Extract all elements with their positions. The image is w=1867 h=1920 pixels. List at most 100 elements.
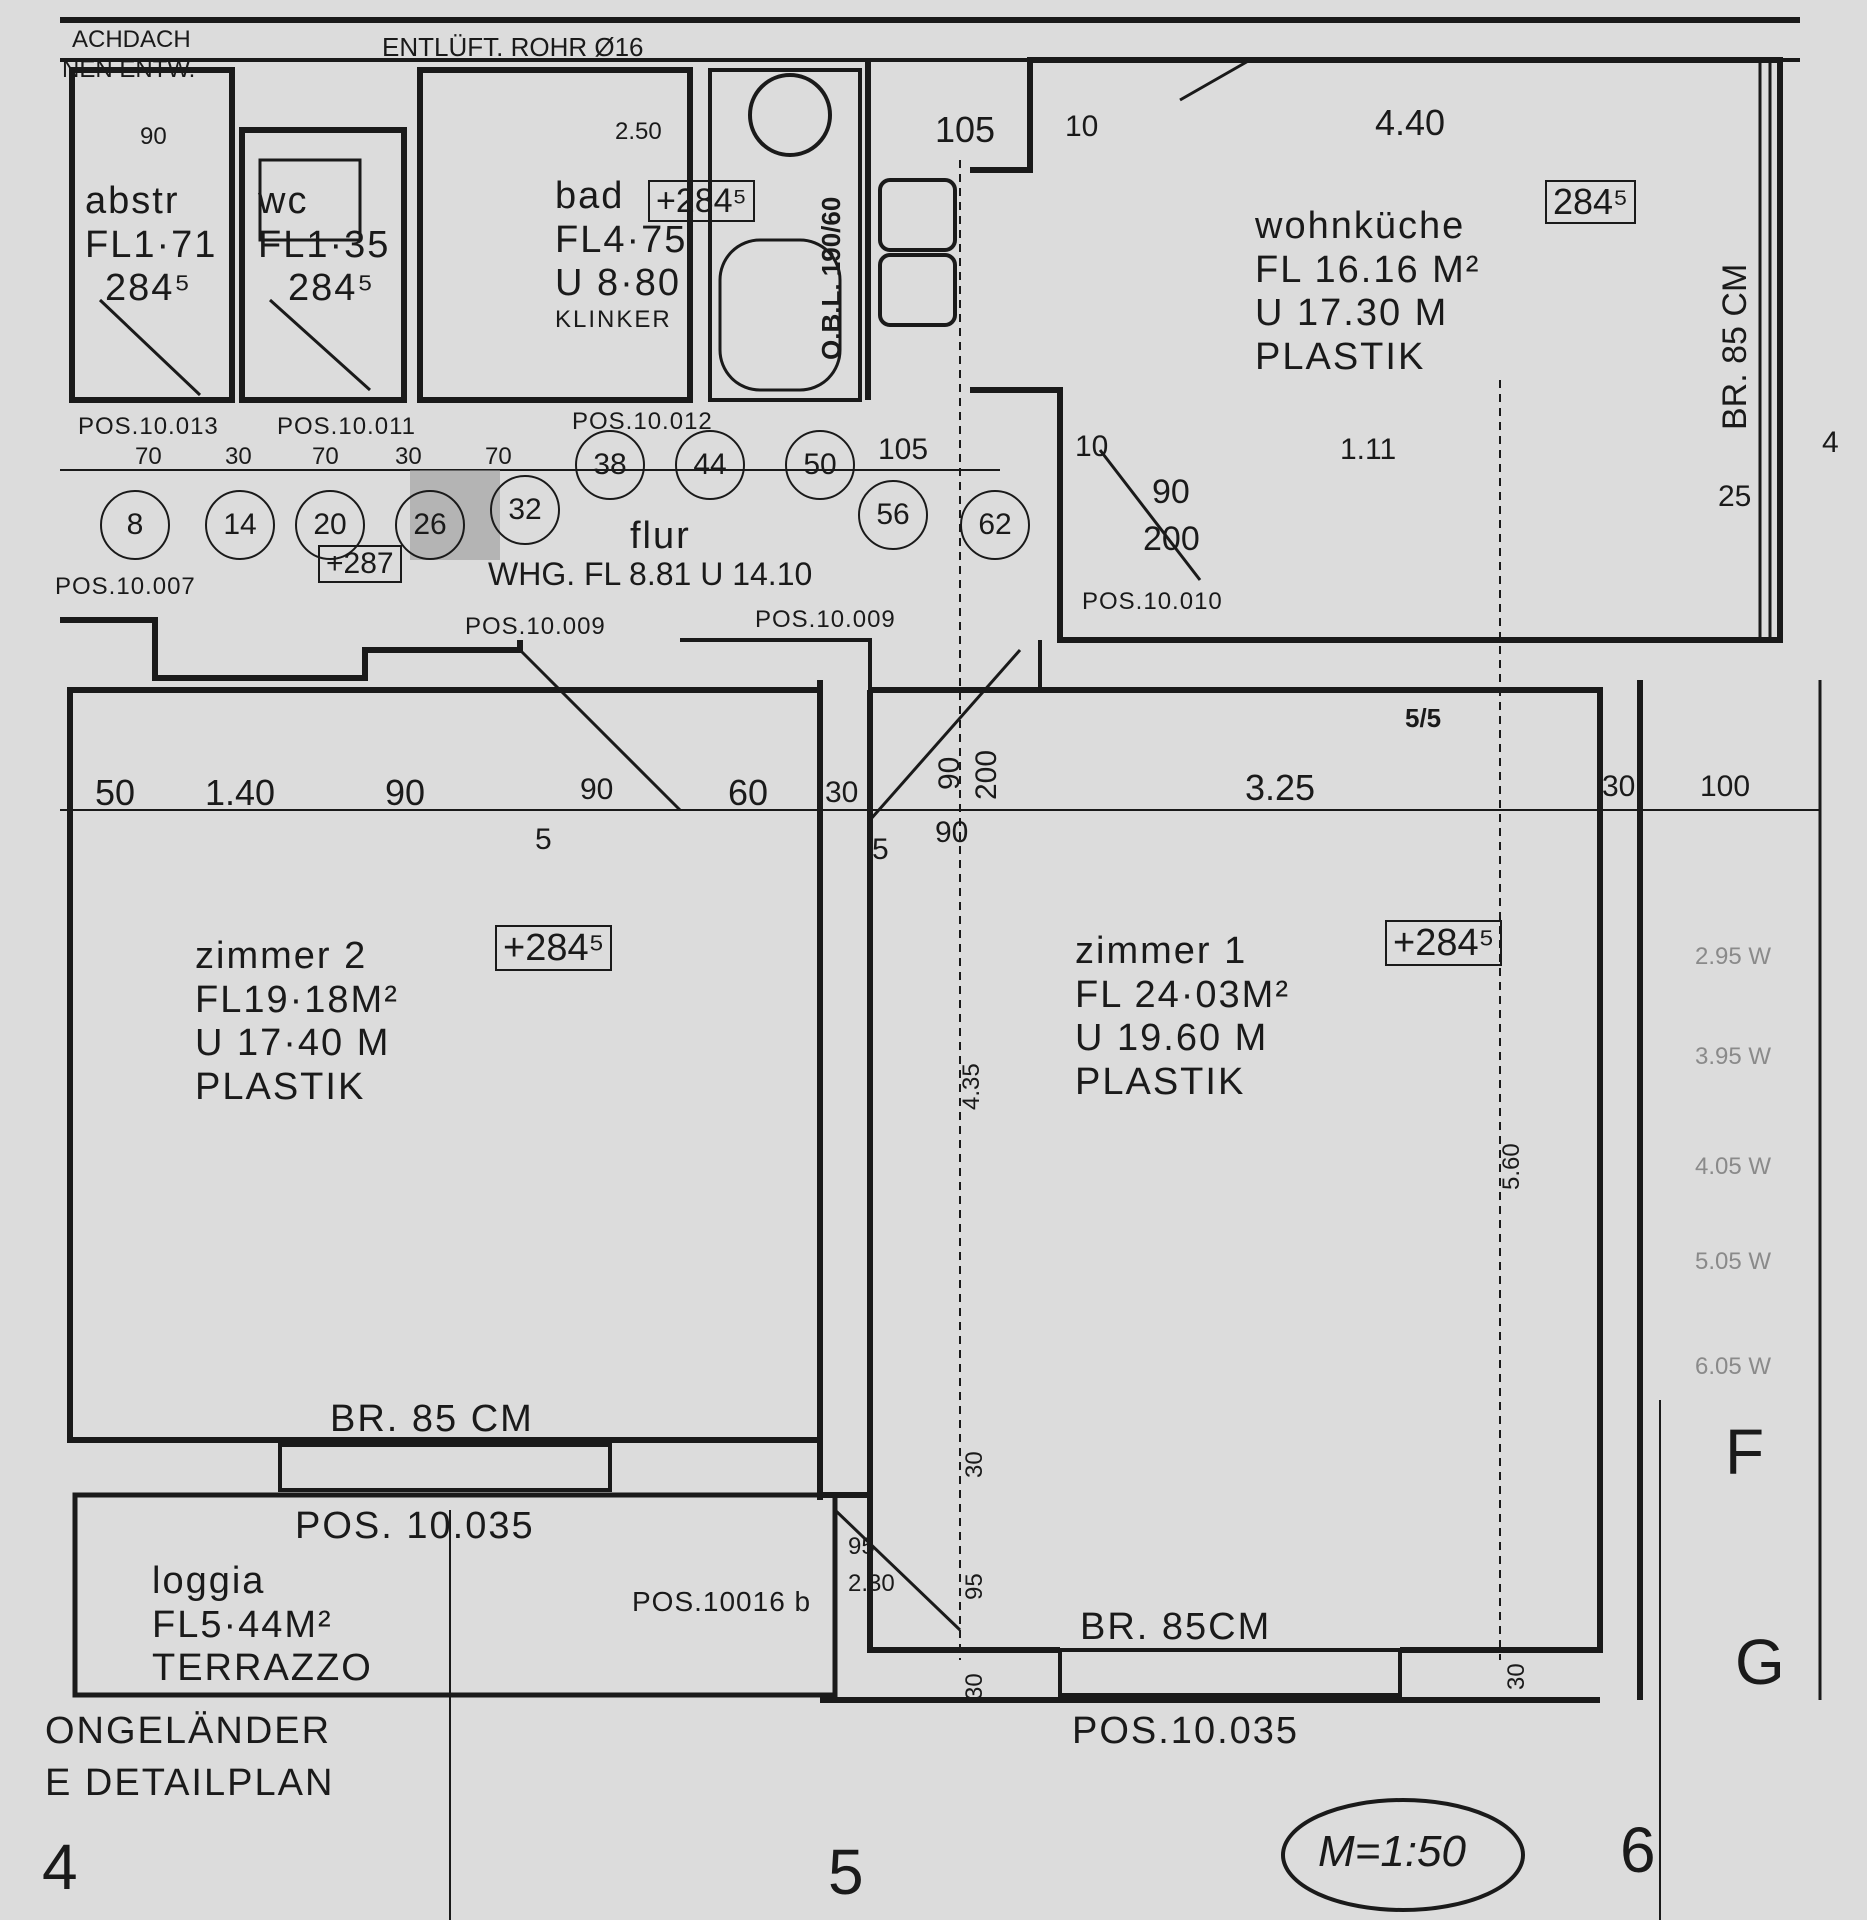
- dim-4-35: 4.35: [958, 1063, 985, 1110]
- dim-5-60: 5.60: [1498, 1143, 1525, 1190]
- dim-2-30: 2.30: [848, 1570, 895, 1597]
- circle-mark: 62: [960, 490, 1030, 560]
- room-wohnkueche-perimeter: U 17.30 M: [1255, 292, 1449, 335]
- dim-90-a: 90: [385, 772, 426, 813]
- note-flachdach: ACHDACH: [72, 26, 191, 53]
- note-br85-z1: BR. 85CM: [1080, 1606, 1272, 1648]
- note-scale: M=1:50: [1318, 1827, 1466, 1876]
- room-zimmer1-floor: PLASTIK: [1075, 1061, 1246, 1104]
- room-wohnkueche-floor: PLASTIK: [1255, 336, 1426, 379]
- dim-90-kitchen: 90: [1152, 473, 1190, 511]
- circle-mark: 14: [205, 490, 275, 560]
- dim-70-c: 70: [485, 443, 512, 470]
- circle-mark: 38: [575, 430, 645, 500]
- dim-50: 50: [95, 772, 136, 813]
- grid-row-g: G: [1735, 1626, 1785, 1698]
- dim-4-right: 4: [1822, 426, 1839, 459]
- dim-95-b: 95: [961, 1573, 988, 1600]
- note-entlueft: ENTLÜFT. ROHR Ø16: [382, 32, 644, 62]
- room-zimmer2: zimmer 2 FL19·18M² U 17·40 M PLASTIK: [195, 935, 399, 1110]
- dim-30-a: 30: [825, 776, 859, 809]
- room-zimmer1-height: +284⁵: [1385, 920, 1503, 966]
- note-entw: NEN ENTW.: [62, 56, 196, 83]
- room-wc: wc FL1·35 284⁵: [258, 180, 390, 311]
- pos-10016b: POS.10016 b: [632, 1586, 812, 1617]
- grid-row-f: F: [1725, 1416, 1765, 1488]
- room-zimmer2-perimeter: U 17·40 M: [195, 1022, 391, 1065]
- room-flur-name: flur: [630, 515, 691, 557]
- room-wohnkueche: wohnküche FL 16.16 M² U 17.30 M PLASTIK: [1255, 205, 1480, 380]
- circle-mark: 56: [858, 480, 928, 550]
- dim-5-a: 5: [535, 823, 552, 856]
- grid-col-5: 5: [828, 1836, 864, 1908]
- room-bad-perimeter: U 8·80: [555, 262, 682, 305]
- room-flur-area: WHG. FL 8.81 U 14.10: [488, 556, 813, 592]
- pos-10-011: POS.10.011: [277, 413, 416, 440]
- room-bad-floor: KLINKER: [555, 306, 672, 334]
- room-bad: bad FL4·75 U 8·80 KLINKER: [555, 175, 687, 334]
- room-zimmer2-area: FL19·18M²: [195, 978, 399, 1021]
- room-bad-height: +284⁵: [648, 180, 755, 222]
- side-label: 4.05 W: [1695, 1153, 1772, 1180]
- dim-30-d: 30: [395, 443, 422, 470]
- pos-10-007: POS.10.007: [55, 573, 196, 600]
- dim-30-c: 30: [225, 443, 252, 470]
- dim-60: 60: [728, 772, 769, 813]
- circle-mark: 26: [395, 490, 465, 560]
- circle-mark: 50: [785, 430, 855, 500]
- room-bad-name: bad: [555, 175, 625, 217]
- dim-200-kitchen: 200: [1143, 520, 1200, 558]
- room-abstr-area: FL1·71: [85, 223, 218, 266]
- pos-10-009-b: POS.10.009: [755, 606, 896, 633]
- dim-30-b: 30: [1602, 770, 1636, 803]
- dim-4-40: 4.40: [1375, 102, 1446, 143]
- room-zimmer2-floor: PLASTIK: [195, 1066, 366, 1109]
- circle-mark: 20: [295, 490, 365, 560]
- room-zimmer1-name: zimmer 1: [1075, 930, 1248, 972]
- grid-col-6: 6: [1620, 1814, 1656, 1886]
- room-loggia: loggia FL5·44M² TERRAZZO: [152, 1560, 373, 1691]
- room-flur-height: +287: [318, 545, 402, 583]
- room-zimmer1-perimeter: U 19.60 M: [1075, 1017, 1269, 1060]
- grid-col-4: 4: [42, 1831, 78, 1903]
- room-wohnkueche-height: 284⁵: [1545, 180, 1636, 224]
- dim-3-25: 3.25: [1245, 767, 1316, 808]
- circle-mark: 8: [100, 490, 170, 560]
- room-zimmer2-height: +284⁵: [495, 925, 613, 971]
- dim-2-50: 2.50: [615, 118, 662, 145]
- side-label: 6.05 W: [1695, 1353, 1772, 1380]
- room-zimmer2-name: zimmer 2: [195, 935, 368, 977]
- dim-105-top: 105: [935, 109, 996, 150]
- room-wc-area: FL1·35: [258, 223, 391, 266]
- dim-1-40: 1.40: [205, 772, 276, 813]
- note-br85-z2: BR. 85 CM: [330, 1398, 534, 1440]
- note-br85-kitchen: BR. 85 CM: [1716, 263, 1754, 430]
- side-label: 5.05 W: [1695, 1248, 1772, 1275]
- room-loggia-floor: TERRAZZO: [152, 1647, 373, 1690]
- note-gelaender: ONGELÄNDER: [45, 1710, 332, 1752]
- room-abstr: abstr FL1·71 284⁵: [85, 180, 217, 311]
- dim-10-mid: 10: [1075, 430, 1109, 463]
- dim-90-door: 90: [935, 816, 969, 849]
- pos-10-012: POS.10.012: [572, 408, 713, 435]
- room-wohnkueche-area: FL 16.16 M²: [1255, 248, 1481, 291]
- pos-10-035-b: POS.10.035: [1072, 1710, 1300, 1752]
- dim-1-11: 1.11: [1340, 433, 1397, 466]
- dim-90-b: 90: [580, 773, 614, 806]
- room-loggia-name: loggia: [152, 1560, 266, 1602]
- side-label: 2.95 W: [1695, 943, 1772, 970]
- note-detailplan: E DETAILPLAN: [45, 1762, 335, 1804]
- room-bad-area: FL4·75: [555, 218, 688, 261]
- pos-10-035-a: POS. 10.035: [295, 1505, 535, 1547]
- pos-10-010: POS.10.010: [1082, 588, 1223, 615]
- dim-5-b: 5: [872, 833, 889, 866]
- dim-25: 25: [1718, 480, 1752, 513]
- dim-30-g: 30: [1503, 1663, 1530, 1690]
- dim-90-bath: 90: [140, 123, 167, 150]
- pos-10-009-a: POS.10.009: [465, 613, 606, 640]
- room-zimmer1: zimmer 1 FL 24·03M² U 19.60 M PLASTIK: [1075, 930, 1290, 1105]
- dim-100: 100: [1700, 770, 1751, 803]
- dim-105-mid: 105: [878, 433, 929, 466]
- dim-90-vert: 90: [933, 756, 966, 790]
- dim-5-5: 5/5: [1405, 703, 1442, 733]
